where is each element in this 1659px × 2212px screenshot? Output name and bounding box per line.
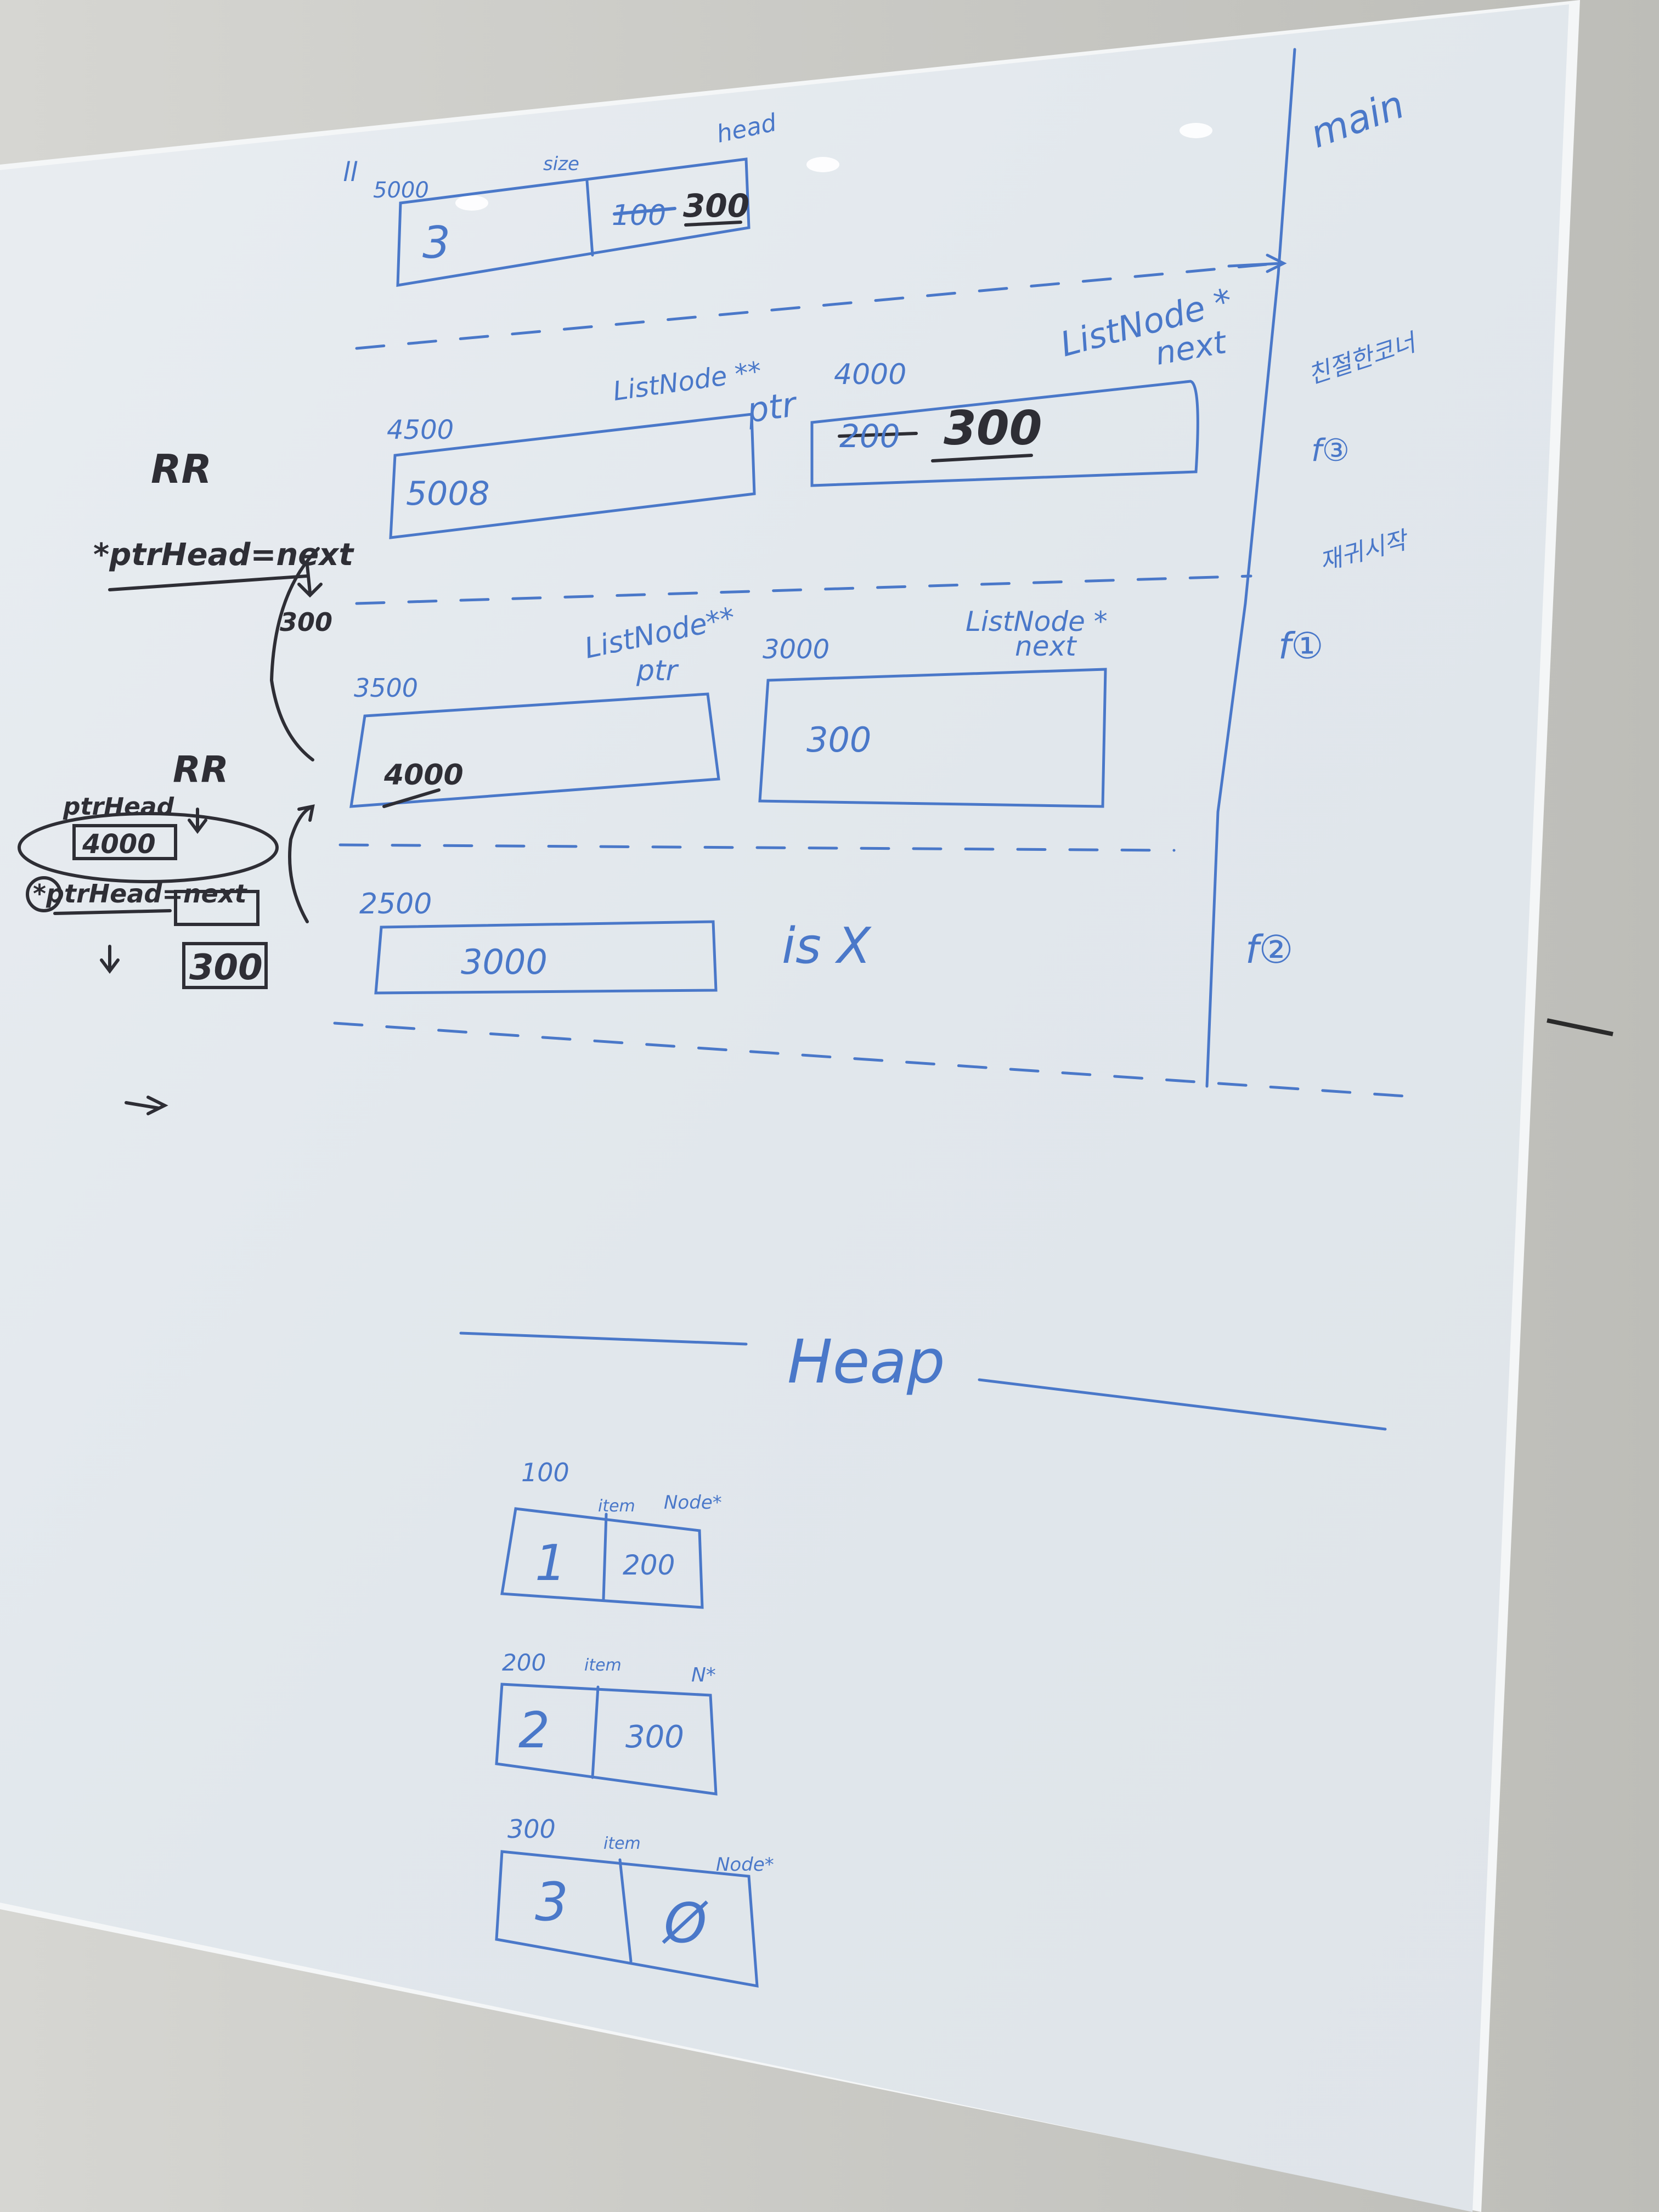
result-box [182,942,268,989]
frame2-ptr-value: 3000 [461,942,548,982]
heap-node3-next-label: Node* [716,1854,774,1876]
heap-node3-item: 3 [535,1871,568,1933]
ptrhead-label: ptrHead [63,793,174,821]
heap-node-box [495,1683,718,1796]
frame3-label: f③ [1311,433,1350,469]
underline [931,454,1033,462]
expression-1: *ptrHead=next [93,537,354,573]
strikethrough [838,432,918,438]
heap-node-box [495,1850,759,1988]
heap-node-divider [602,1513,608,1601]
heap-node1-item-label: item [598,1497,635,1516]
frame3-next-value: 300 [944,401,1042,456]
frame1-ptr-address: 3500 [354,673,418,703]
heap-node2-address: 200 [502,1649,546,1676]
heap-node3-address: 300 [507,1814,556,1844]
heap-node-divider [591,1685,600,1779]
ptrhead-value-box [72,824,177,860]
frame3-ptr-value: 5008 [406,475,490,513]
frame1-ptr-name: ptr [636,654,679,687]
ptr-box [389,413,756,539]
heap-node2-next: 300 [625,1719,684,1755]
next-box [758,668,1107,808]
heap-node1-next: 200 [623,1549,675,1581]
arrow-result-value: 300 [280,607,332,637]
heap-node3-next: Ø [662,1891,708,1955]
next-box [810,380,1199,487]
frame3-ptr-address: 4500 [387,415,454,445]
ll-struct-divider [585,179,594,257]
ptrhead-value: 4000 [82,829,156,860]
heap-node-divider [618,1858,633,1963]
frame1-next-address: 3000 [763,634,830,665]
arrow [1227,253,1287,273]
expression-2: *ptrHead=next [33,879,247,909]
ll-label: ll [343,157,358,188]
underline [382,788,441,808]
next-box-small [174,890,259,926]
wall-mark [1547,1018,1613,1036]
rr-label: RR [151,446,212,492]
head-old-value: 100 [612,199,666,232]
heap-node2-item: 2 [518,1702,550,1759]
down-arrow [188,808,207,834]
down-arrow [297,563,323,598]
heap-node3-item-label: item [603,1834,641,1853]
frame3-next-address: 4000 [834,358,906,391]
frame2-note: is X [782,917,872,975]
frame2-ptr-address: 2500 [359,888,432,921]
underline [53,909,172,915]
frame3-ptr-name: ptr [744,384,800,431]
frame1-label: f① [1278,625,1323,667]
ll-address: 5000 [373,178,429,203]
underline [108,574,309,591]
heap-node1-next-label: Node* [664,1492,722,1514]
heap-node1-item: 1 [535,1534,566,1592]
heap-node1-address: 100 [521,1458,569,1487]
head-new-value: 300 [683,187,749,224]
frame1-next-type: ListNode * [966,606,1108,637]
result-value: 300 [189,947,263,988]
ll-struct-box [396,157,751,287]
light-reflection [1180,123,1212,138]
heap-divider-line [459,1331,748,1346]
frame1-next-name: next [1015,630,1077,662]
heap-node-box [500,1507,704,1609]
heap-node2-item-label: item [584,1656,622,1675]
stack-divider-line [1205,48,1296,1088]
ptr-box [374,920,718,995]
size-label: size [543,153,579,175]
recursion-arrow [288,804,315,923]
frame-separator [355,574,1252,605]
size-value: 3 [422,217,450,268]
whiteboard [0,4,1569,2212]
frame1-next-value: 300 [806,720,871,760]
ptrhead-circle [18,812,279,883]
deref-circle [26,876,62,912]
ptr-box [349,692,720,808]
heap-node2-next-label: N* [691,1664,716,1686]
light-reflection [806,157,839,172]
rr-label-2: RR [173,748,229,791]
frame3-next-old-value: 200 [839,417,900,455]
frame-separator [333,1022,1423,1099]
frame-separator [338,843,1176,852]
strikethrough [613,207,676,216]
light-reflection [455,195,488,211]
heap-divider-line [978,1378,1387,1431]
frame1-ptr-value: 4000 [383,759,464,792]
frame2-label: f② [1245,927,1293,972]
down-arrow [100,945,120,974]
arrow [125,1096,168,1115]
heap-title: Heap [787,1327,945,1397]
underline [684,221,742,227]
